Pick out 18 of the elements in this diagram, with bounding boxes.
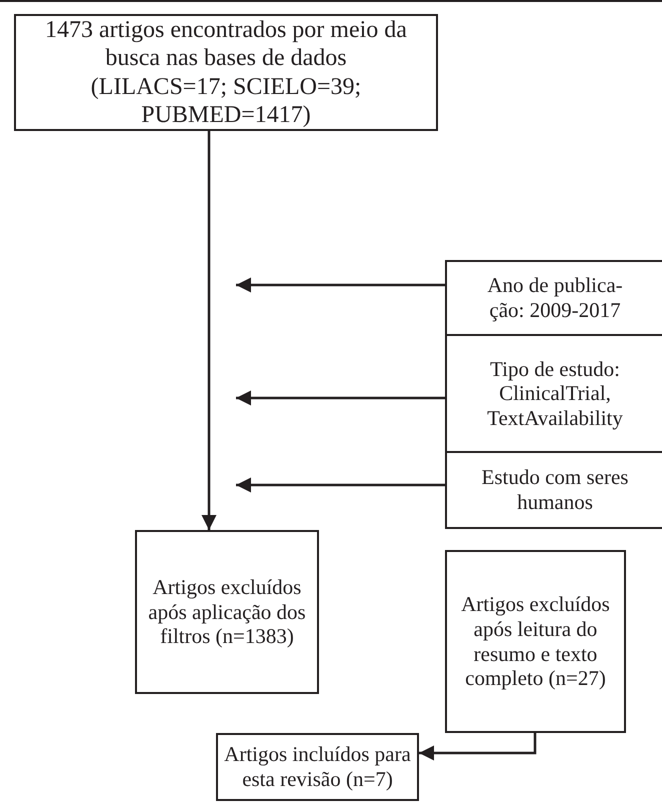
box-text: 1473 artigos encontrados por meio da busca nas bases de dados (LILACS=17; SCIELO=39; PUBMED=1417)	[44, 16, 408, 129]
process-box	[135, 530, 319, 694]
box-text: Estudo com seres humanos	[480, 465, 630, 515]
box-text: Artigos excluídos após leitura do resumo e texto completo (n=27)	[460, 592, 611, 691]
arrow	[202, 131, 216, 530]
process-box	[14, 14, 438, 131]
process-box	[445, 451, 662, 529]
box-text: Tipo de estudo: ClinicalTrial, TextAvailability	[486, 356, 624, 430]
box-text: Artigos excluídos após aplicação dos filtros (n=1383)	[147, 575, 307, 649]
process-box	[216, 733, 419, 801]
arrow	[419, 733, 536, 760]
arrow	[236, 390, 445, 406]
arrow	[236, 478, 445, 492]
box-text: Artigos incluídos para esta revisão (n=7)	[223, 742, 412, 792]
box-text: Ano de publica-ção: 2009-2017	[486, 273, 624, 323]
process-box	[445, 550, 626, 733]
process-box	[445, 260, 662, 336]
arrow	[236, 278, 445, 292]
